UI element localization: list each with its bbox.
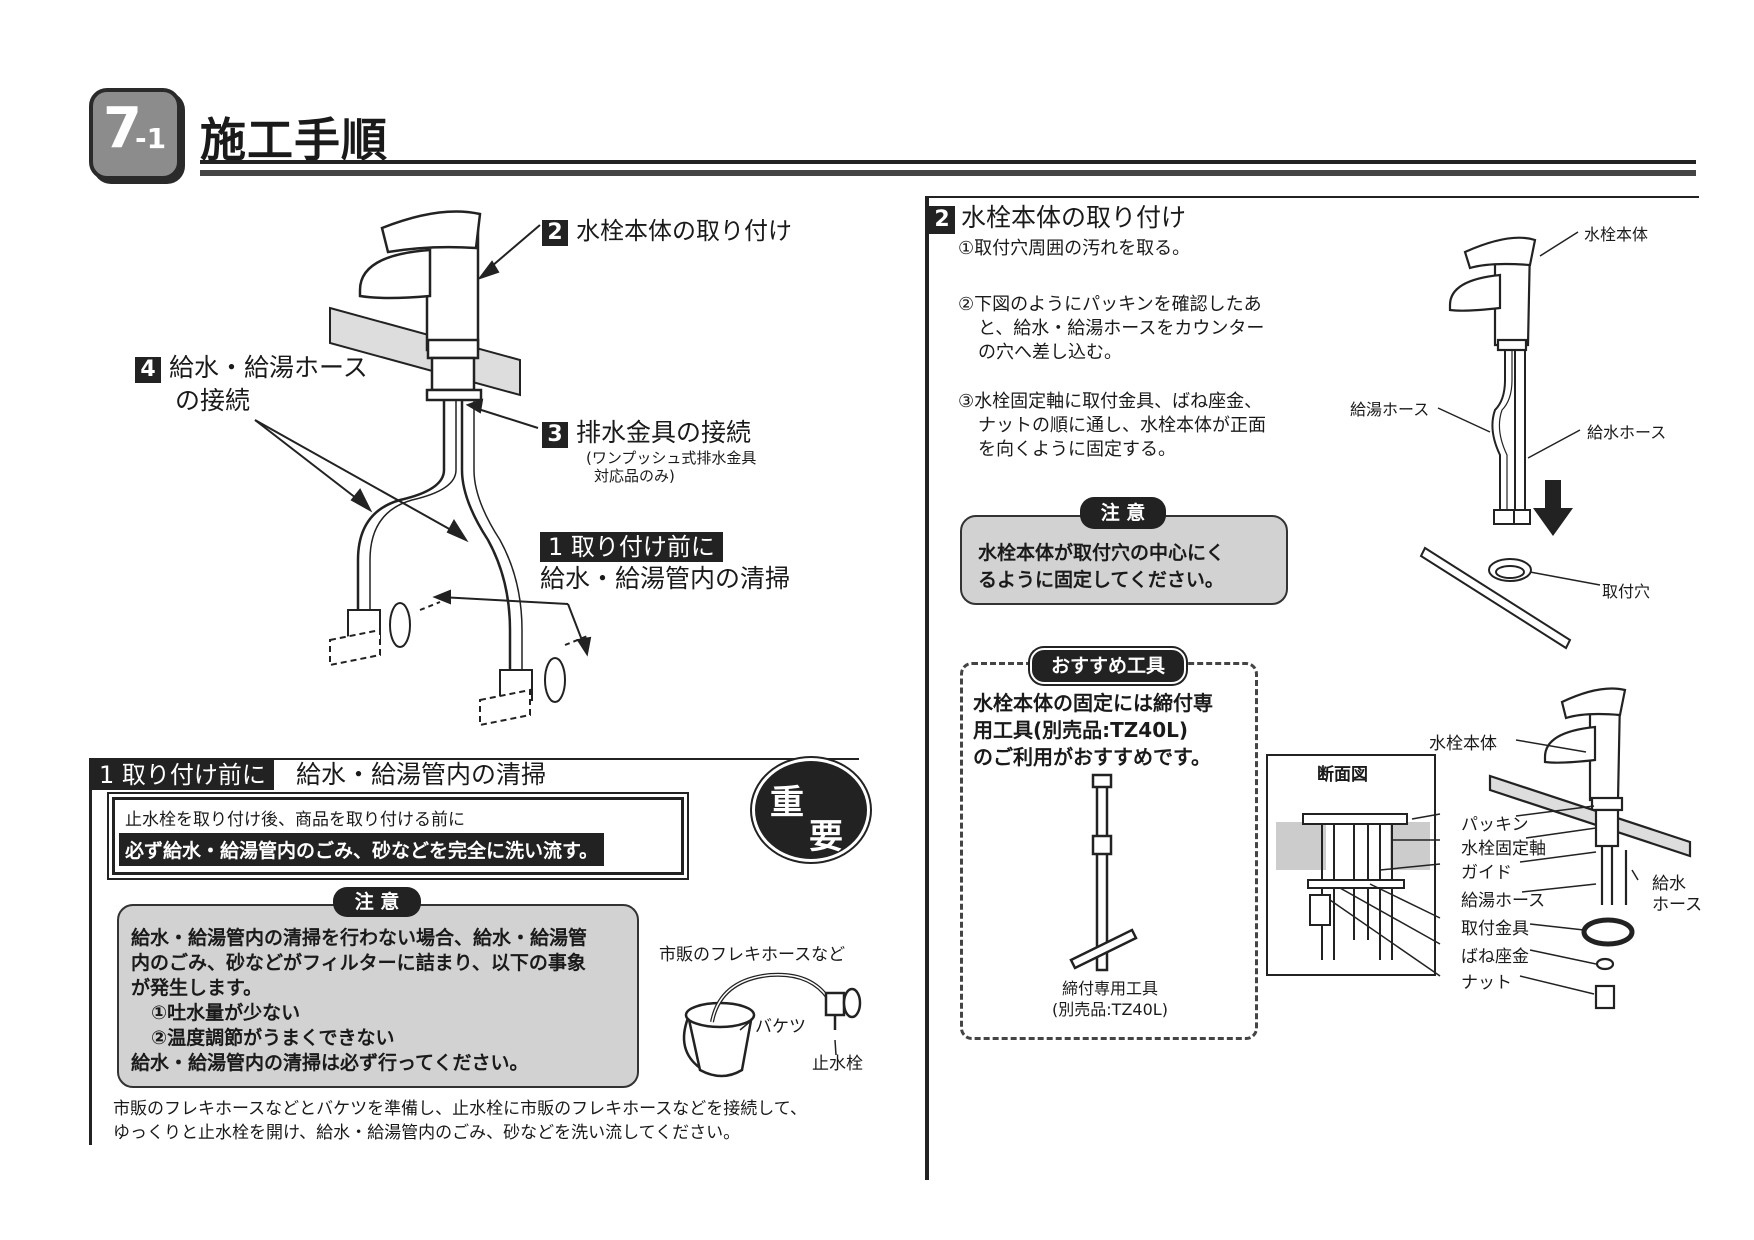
overview-step4-label: 4 給水・給湯ホース の接続 (135, 351, 368, 417)
step-label: 排水金具の接続 (576, 418, 752, 447)
section1-top-rule (89, 758, 859, 760)
footer-line1: 市販のフレキホースなどとバケツを準備し、止水栓に市販のフレキホースなどを接続して… (113, 1099, 807, 1119)
column-divider (925, 196, 929, 1180)
step-b-line: ②下図のようにパッキンを確認したあ (958, 294, 1262, 315)
section1-caution-box (117, 904, 639, 1088)
step-c-line: ナットの順に通し、水栓本体が正面 (978, 415, 1266, 436)
page-title: 施工手順 (200, 113, 388, 167)
caution-line: 内のごみ、砂などがフィルターに詰まり、以下の事象 (131, 952, 586, 974)
fig2-shaft-label: 水栓固定軸 (1461, 839, 1546, 859)
stop-valves (329, 601, 591, 727)
caution-line: 給水・給湯管内の清掃は必ず行ってください。 (131, 1052, 529, 1074)
section2-title: 水栓本体の取り付け (961, 203, 1187, 232)
fig1-body-label: 水栓本体 (1584, 225, 1649, 244)
section1-caution-text: 給水・給湯管内の清掃を行わない場合、給水・給湯管 内のごみ、砂などがフィルターに… (131, 926, 587, 1076)
caution-line: が発生します。 (131, 977, 263, 999)
section1-title: 給水・給湯管内の清掃 (296, 760, 547, 789)
fig1-hole-label: 取付穴 (1602, 582, 1651, 601)
fig2-cold-hose-line2: ホース (1652, 895, 1703, 915)
step-label: 水栓本体の取り付け (576, 217, 792, 245)
step-note-line2: 対応品のみ) (594, 467, 675, 485)
fig2-nut-label: ナット (1461, 973, 1512, 993)
caution-line: ②温度調節がうまくできない (151, 1027, 395, 1049)
caution-line: ①吐水量が少ない (151, 1002, 301, 1024)
valve-label: 止水栓 (812, 1054, 863, 1074)
tool-line: のご利用がおすすめです。 (973, 745, 1211, 769)
step-b-line: の穴へ差し込む。 (978, 342, 1122, 363)
fig2-bracket-label: 取付金具 (1461, 919, 1529, 939)
section2-caution-box (960, 515, 1288, 605)
hose-label: 市販のフレキホースなど (659, 945, 846, 965)
section2-step-c: ③水栓固定軸に取付金具、ばね座金、 ナットの順に通し、水栓本体が正面 を向くよう… (958, 390, 1266, 462)
fig2-spring-washer-label: ばね座金 (1461, 947, 1529, 967)
step-label-line2: の接続 (175, 386, 251, 415)
step-number-badge: 4 (135, 357, 161, 383)
footer-line2: ゆっくりと止水栓を開け、給水・給湯管内のごみ、砂などを洗い流してください。 (113, 1123, 741, 1143)
section-number: 7 (103, 96, 142, 161)
step-label-line1: 給水・給湯ホース (169, 353, 368, 382)
notice-box: 止水栓を取り付け後、商品を取り付ける前に 必ず給水・給湯管内のごみ、砂などを完全… (107, 792, 689, 880)
bucket-label: バケツ (755, 1017, 806, 1037)
section-subnumber: -1 (135, 122, 167, 155)
tool-line: 用工具(別売品:TZ40L) (973, 718, 1188, 742)
section2-step-a: ①取付穴周囲の汚れを取る。 (958, 238, 1191, 259)
overview-step3-label: 3 排水金具の接続 (ワンプッシュ式排水金具 対応品のみ) (542, 413, 756, 485)
section2-step-b: ②下図のようにパッキンを確認したあ と、給水・給湯ホースをカウンター の穴へ差し… (958, 293, 1264, 365)
step-number-badge: 2 (542, 220, 568, 246)
section1-tag: 1 取り付け前に (91, 760, 274, 790)
section2-caution-text: 水栓本体が取付穴の中心にく るように固定してください。 (978, 540, 1225, 594)
section2-top-rule (925, 196, 1699, 198)
overview-step1-label: 1 取り付け前に 給水・給湯管内の清掃 (540, 532, 790, 596)
section1-left-rule (89, 758, 92, 1145)
section1-caution-title: 注 意 (333, 887, 421, 917)
title-rule-thin (200, 168, 1696, 176)
step-c-line: ③水栓固定軸に取付金具、ばね座金、 (958, 391, 1263, 412)
faucet-illustration (358, 210, 483, 402)
cross-section-title: 断面図 (1317, 765, 1368, 785)
tool-caption2: (別売品:TZ40L) (1052, 1000, 1168, 1019)
section2-number: 2 (929, 206, 955, 234)
tool-text: 水栓本体の固定には締付専 用工具(別売品:TZ40L) のご利用がおすすめです。 (973, 690, 1213, 771)
caution-line: 水栓本体が取付穴の中心にく (978, 542, 1225, 564)
title-rule (200, 160, 1696, 164)
fig2-body-label: 水栓本体 (1429, 734, 1497, 754)
overview-step2-label: 2 水栓本体の取り付け (542, 211, 792, 246)
step1-tag: 1 取り付け前に (540, 532, 723, 562)
fig2-cold-hose-label: 給水 ホース (1652, 874, 1702, 916)
notice-line2: 必ず給水・給湯管内のごみ、砂などを完全に洗い流す。 (119, 833, 605, 866)
section1-footer: 市販のフレキホースなどとバケツを準備し、止水栓に市販のフレキホースなどを接続して… (113, 1097, 807, 1145)
important-badge: 重 要 (752, 758, 870, 862)
important-char1: 重 (770, 783, 804, 823)
section2-caution-title: 注 意 (1080, 497, 1166, 529)
step-number-badge: 3 (542, 422, 568, 448)
leader-lines (254, 224, 592, 657)
tool-title: おすすめ工具 (1030, 648, 1186, 684)
tool-line: 水栓本体の固定には締付専 (973, 691, 1213, 715)
step-b-line: と、給水・給湯ホースをカウンター (978, 318, 1265, 339)
step-note-line1: (ワンプッシュ式排水金具 (586, 449, 757, 467)
hoses (356, 400, 523, 670)
caution-line: るように固定してください。 (978, 569, 1224, 591)
fig2-packing-label: パッキン (1461, 815, 1529, 835)
tool-caption: 締付専用工具 (別売品:TZ40L) (1030, 978, 1190, 1020)
fig1-hot-hose-label: 給湯ホース (1350, 400, 1430, 419)
tool-caption1: 締付専用工具 (1061, 979, 1158, 998)
step1-sub: 給水・給湯管内の清掃 (540, 564, 791, 593)
notice-line1: 止水栓を取り付け後、商品を取り付ける前に (125, 810, 465, 830)
fig2-guide-label: ガイド (1461, 863, 1512, 883)
fig2-cold-hose-line1: 給水 (1652, 874, 1686, 894)
section-badge: 7 -1 (89, 88, 181, 180)
caution-line: 給水・給湯管内の清掃を行わない場合、給水・給湯管 (131, 927, 588, 949)
fig1-cold-hose-label: 給水ホース (1587, 423, 1667, 442)
important-char2: 要 (809, 817, 843, 857)
fig2-hot-hose-label: 給湯ホース (1461, 891, 1546, 911)
step-c-line: を向くように固定する。 (978, 439, 1176, 460)
